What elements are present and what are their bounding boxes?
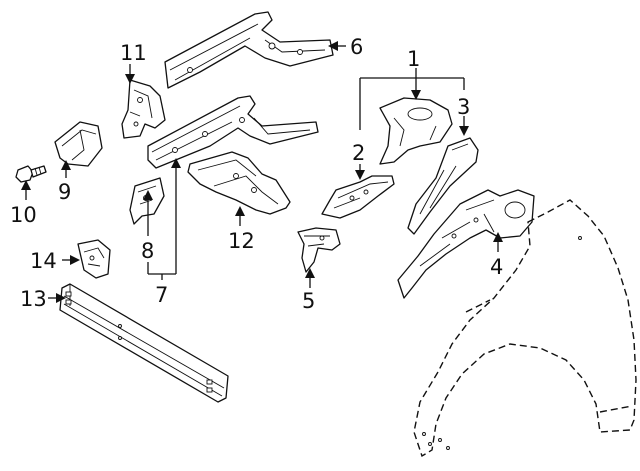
callout-8: 8: [141, 239, 154, 263]
callout-7: 7: [155, 283, 168, 307]
part-1-strut-tower: [379, 97, 453, 165]
callout-4: 4: [490, 255, 503, 279]
callout-11: 11: [120, 41, 147, 65]
callout-10: 10: [10, 203, 37, 227]
part-11-bracket: [121, 79, 166, 139]
part-7-lower-rail: [147, 95, 319, 169]
part-13-support-bar: [59, 283, 229, 403]
part-14-bracket: [77, 239, 111, 279]
callout-1: 1: [407, 47, 420, 71]
callout-9: 9: [58, 180, 71, 204]
part-8-bracket: [129, 177, 165, 225]
callout-12: 12: [228, 229, 255, 253]
callout-6: 6: [350, 35, 363, 59]
leader-lines: [21, 41, 503, 303]
part-3-reinforcement: [407, 137, 479, 235]
part-5-bracket: [297, 227, 341, 273]
part-4-wheelhouse: [397, 189, 535, 299]
part-9-mount: [54, 121, 103, 167]
part-6-upper-rail: [164, 11, 334, 89]
fender-outline: [413, 199, 637, 458]
part-12-apron: [187, 151, 291, 215]
callout-3: 3: [457, 95, 470, 119]
callout-14: 14: [30, 249, 57, 273]
callout-5: 5: [302, 289, 315, 313]
part-2-bracket: [321, 175, 395, 219]
callouts: 1 2 3 4 5 6 7 8 9 10 11 12 13 14: [10, 35, 503, 313]
part-10-bolt: [15, 165, 47, 183]
callout-2: 2: [352, 141, 365, 165]
callout-13: 13: [20, 287, 47, 311]
